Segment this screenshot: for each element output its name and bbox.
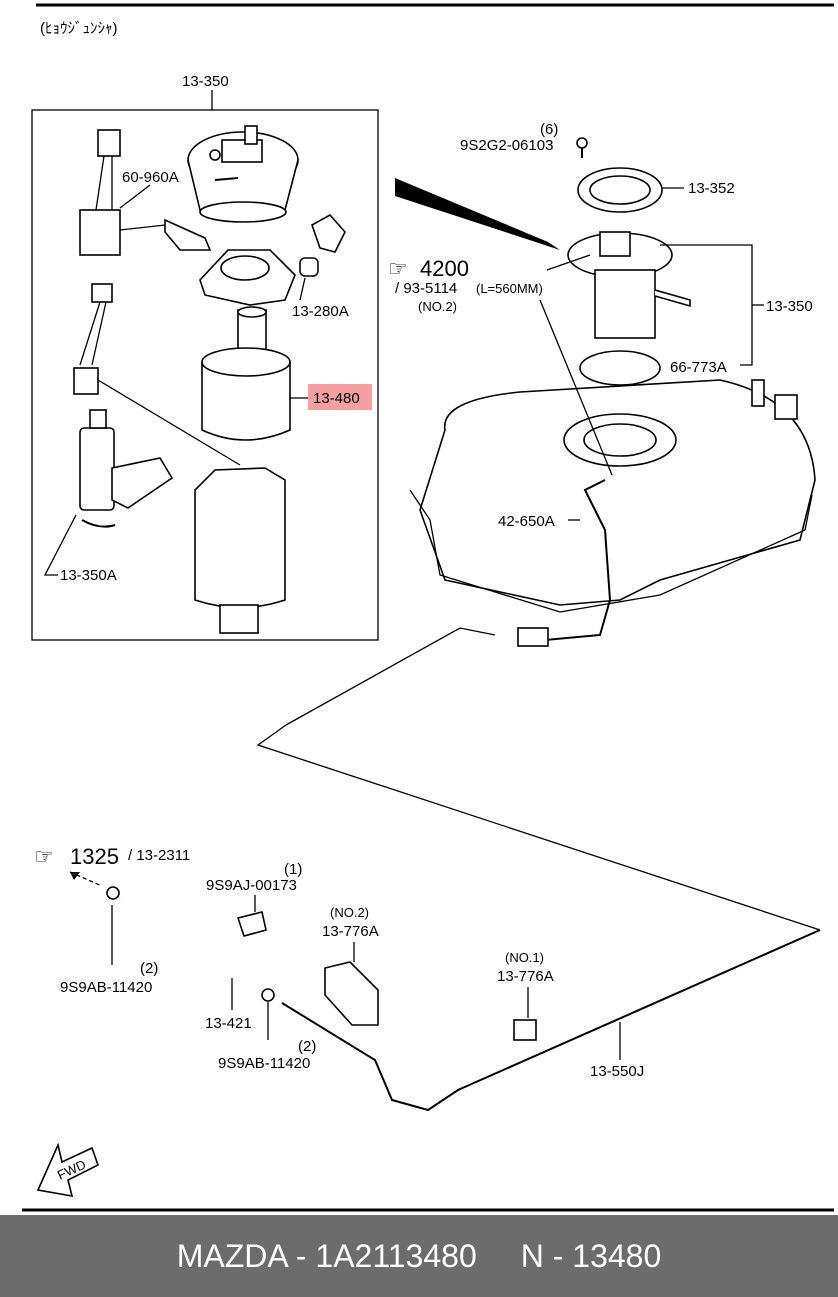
label-9S9AJ-00173: 9S9AJ-00173 xyxy=(206,877,297,894)
highlight-13-480 xyxy=(308,384,372,410)
ref-length: (L=560MM) xyxy=(476,281,543,296)
pump-harness xyxy=(73,283,113,395)
header-note: (ﾋｮｳｼﾞｭﾝｼｬ) xyxy=(40,20,118,37)
pointer-arrow xyxy=(395,178,560,250)
qty-2a: (2) xyxy=(140,960,158,977)
ref-1325: 1325 xyxy=(70,844,119,869)
qty-1: (1) xyxy=(284,861,302,878)
label-42-650A: 42-650A xyxy=(498,513,555,530)
label-60-960A: 60-960A xyxy=(122,169,179,186)
fwd-arrow-icon: FWD xyxy=(36,1142,99,1198)
fuel-filter-13-480 xyxy=(201,306,291,441)
fuel-tank-42-650A xyxy=(409,379,816,613)
ref-4200: 4200 xyxy=(420,256,469,281)
label-13-776A-a: 13-776A xyxy=(322,923,379,940)
footer-part-number: MAZDA - 1A2113480 xyxy=(176,1237,477,1274)
bolt xyxy=(576,137,588,158)
label-13-480: 13-480 xyxy=(313,390,360,407)
ref-hand-icon-2: ☞ xyxy=(34,844,54,869)
qty-2b: (2) xyxy=(298,1038,316,1055)
label-13-776A-b: 13-776A xyxy=(497,968,554,985)
exploded-view-box xyxy=(31,109,379,641)
mount-plate xyxy=(199,249,296,306)
ref-13-2311: / 13-2311 xyxy=(128,847,190,864)
pump-assembly-right xyxy=(567,231,691,386)
no2-b: (NO.2) xyxy=(330,905,369,920)
label-13-550J: 13-550J xyxy=(590,1063,644,1080)
harness-60-960A xyxy=(79,129,212,256)
clip-9S9AJ xyxy=(236,911,267,937)
qty-6: (6) xyxy=(540,121,558,138)
footer-alt-number: N - 13480 xyxy=(520,1237,662,1274)
protector-no2 xyxy=(324,961,379,1026)
label-9S9AB-11420-b: 9S9AB-11420 xyxy=(218,1055,310,1072)
filler-hose-13-421 xyxy=(106,886,275,1002)
label-13-280A: 13-280A xyxy=(292,303,349,320)
label-66-773A: 66-773A xyxy=(670,359,727,376)
footer-bar: MAZDA - 1A2113480 N - 13480 xyxy=(0,1215,838,1297)
label-13-350-top: 13-350 xyxy=(182,73,229,90)
label-13-350-right: 13-350 xyxy=(766,298,813,315)
protector-no1 xyxy=(513,1019,537,1041)
ref-hand-icon: ☞ xyxy=(388,256,408,281)
ref-93-5114: / 93-5114 xyxy=(395,280,457,297)
retainer-ring-13-352 xyxy=(577,167,663,213)
breather-pipe-13-550J xyxy=(281,929,821,1112)
reservoir-cup xyxy=(194,467,286,634)
label-13-421: 13-421 xyxy=(205,1015,252,1032)
label-13-352: 13-352 xyxy=(688,180,735,197)
no1: (NO.1) xyxy=(505,950,544,965)
parts-diagram: (ﾋｮｳｼﾞｭﾝｼｬ) 13-350 60-960A 13-280A xyxy=(22,3,834,1212)
pump-flange-top xyxy=(187,125,299,223)
clip-13-280A xyxy=(299,213,346,301)
ref-no2: (NO.2) xyxy=(418,299,457,314)
fuel-pump-13-350A xyxy=(79,409,174,528)
label-9S9AB-11420-a: 9S9AB-11420 xyxy=(60,979,152,996)
label-9S2G2-06103: 9S2G2-06103 xyxy=(460,137,553,154)
label-13-350A: 13-350A xyxy=(60,567,117,584)
tank-connector xyxy=(517,627,549,647)
